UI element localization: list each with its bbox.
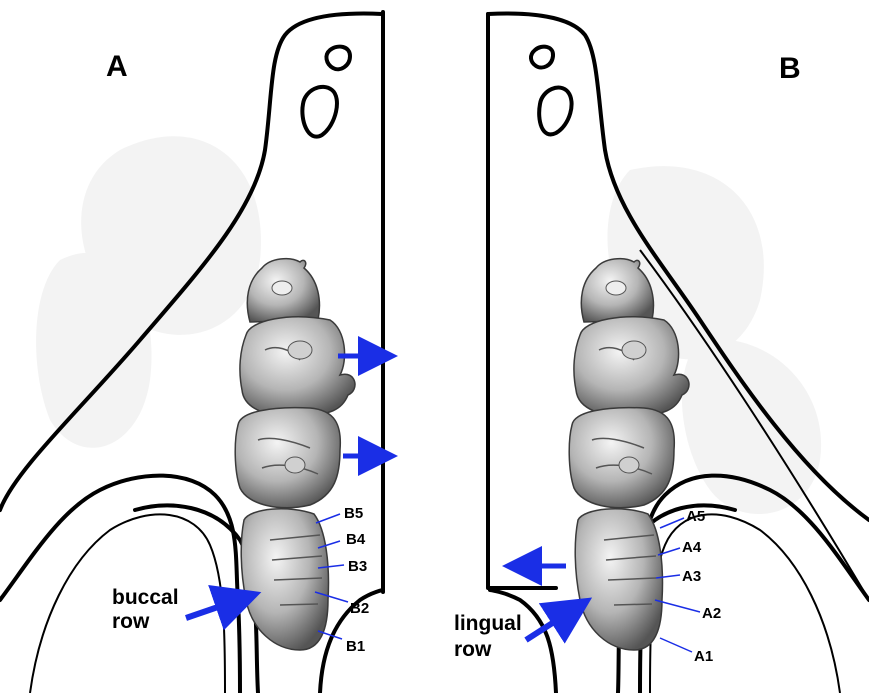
arrow-lingual-row	[526, 604, 582, 640]
panel-letter-b: B	[779, 52, 801, 85]
eye-socket-right-upper	[531, 47, 553, 68]
row-label-lingual: lingual	[454, 612, 522, 635]
tooth-label-b2: B2	[350, 600, 369, 617]
eye-socket-right-lower	[539, 88, 571, 135]
tooth-label-a1: A1	[694, 648, 713, 665]
tooth-label-a4: A4	[682, 539, 702, 556]
row-label-buccal: buccal	[112, 586, 179, 609]
row-label-buccal-row: row	[112, 610, 150, 633]
eye-socket-left-upper	[326, 47, 350, 70]
eye-socket-left-lower	[302, 87, 337, 137]
tooth-label-a3: A3	[682, 568, 701, 585]
arrow-b5	[316, 514, 340, 523]
tooth-label-b5: B5	[344, 505, 363, 522]
panel-letter-a: A	[106, 50, 128, 83]
arrow-a5	[660, 518, 684, 528]
tooth-label-b4: B4	[346, 531, 366, 548]
tooth-label-b3: B3	[348, 558, 367, 575]
arrow-a1	[660, 638, 692, 652]
tooth-label-b1: B1	[346, 638, 365, 655]
tooth-label-a5: A5	[686, 508, 705, 525]
arrow-a4	[658, 548, 680, 555]
tooth-row-left	[235, 259, 355, 650]
row-label-lingual-row: row	[454, 638, 492, 661]
tooth-label-a2: A2	[702, 605, 721, 622]
